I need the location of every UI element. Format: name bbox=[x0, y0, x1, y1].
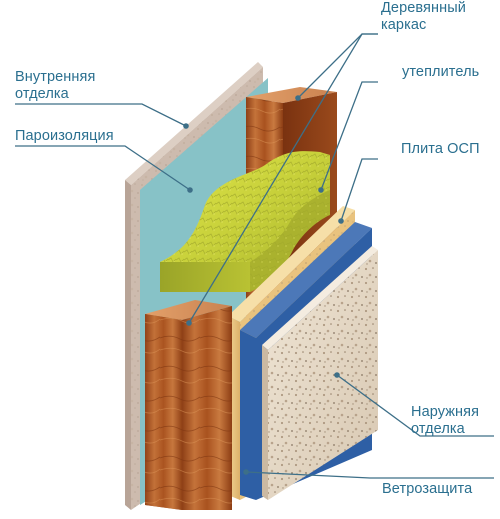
label-frame-line1: Деревянный bbox=[381, 0, 466, 16]
leader-outer-finish bbox=[336, 374, 494, 437]
label-insulation-text: утеплитель bbox=[402, 64, 480, 80]
label-vapor-barrier: Пароизоляция bbox=[15, 128, 114, 145]
label-frame-line2: каркас bbox=[381, 17, 427, 33]
label-outer-finish: Наружняя отделка bbox=[411, 404, 479, 438]
label-outer-finish-line1: Наружняя bbox=[411, 404, 480, 420]
front-wooden-stud bbox=[145, 300, 232, 510]
label-insulation: утеплитель bbox=[402, 64, 479, 81]
leader-lines bbox=[15, 33, 494, 479]
leader-inner-finish bbox=[15, 103, 187, 127]
leader-endpoints bbox=[183, 95, 344, 475]
insulation-layer bbox=[160, 151, 330, 292]
label-inner-finish-line1: Внутренняя bbox=[15, 69, 96, 85]
leader-vapor-barrier bbox=[15, 145, 191, 191]
label-inner-finish-line2: отделка bbox=[15, 86, 69, 102]
label-inner-finish: Внутренняя отделка bbox=[15, 69, 95, 103]
label-frame: Деревянный каркас bbox=[381, 0, 466, 34]
label-wind-barrier-text: Ветрозащита bbox=[382, 481, 473, 497]
outer-finish-layer bbox=[262, 246, 378, 500]
label-osb-text: Плита ОСП bbox=[401, 141, 480, 157]
leader-insulation bbox=[320, 81, 378, 191]
label-osb: Плита ОСП bbox=[401, 141, 480, 158]
leader-osb bbox=[340, 158, 378, 222]
label-outer-finish-line2: отделка bbox=[411, 421, 465, 437]
leader-wind-barrier bbox=[245, 471, 494, 479]
leader-frame-front bbox=[188, 33, 378, 324]
label-vapor-barrier-text: Пароизоляция bbox=[15, 128, 114, 144]
label-wind-barrier: Ветрозащита bbox=[382, 481, 472, 498]
